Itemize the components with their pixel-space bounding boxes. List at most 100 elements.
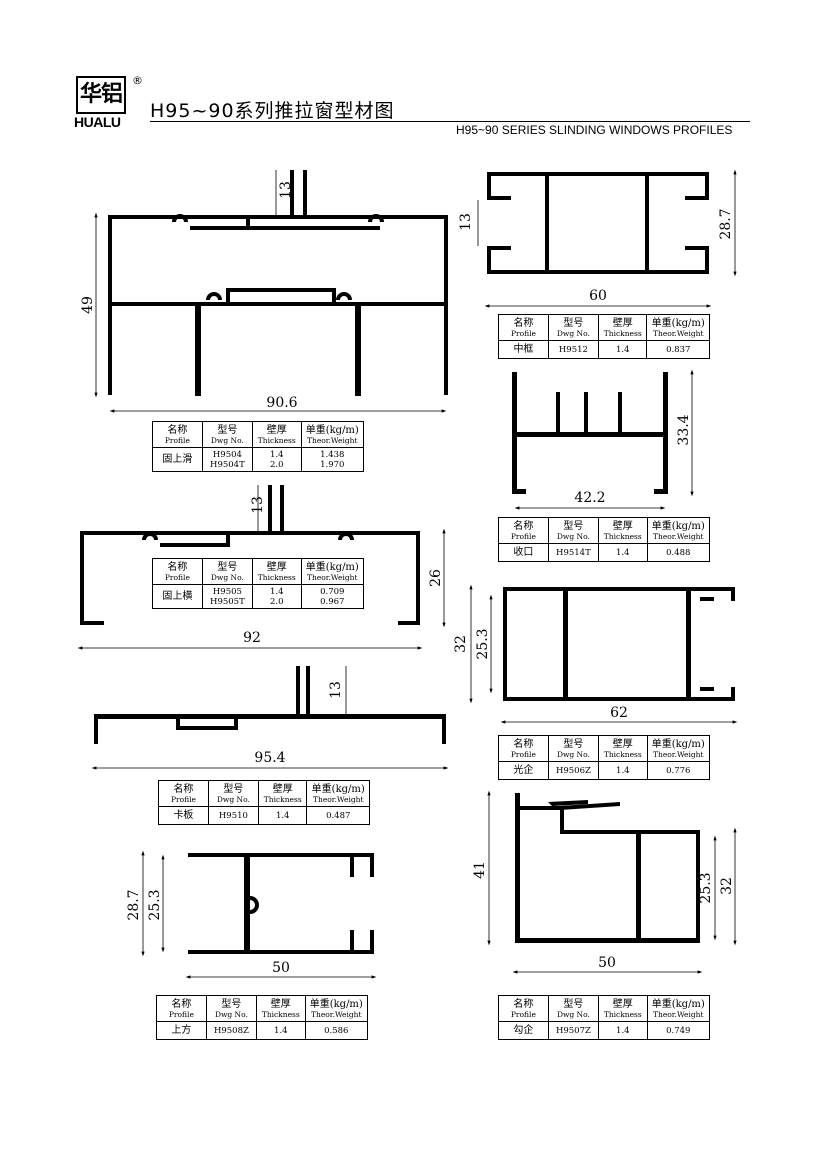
header-thick-cn: 壁厚 xyxy=(612,520,633,532)
weight: 0.586 xyxy=(324,1025,349,1036)
thickness: 1.4 xyxy=(270,586,284,597)
weight: 0.776 xyxy=(666,765,691,776)
header-dwg-cn: 型号 xyxy=(563,738,584,750)
dwg-no: H9504T xyxy=(210,459,245,470)
thickness: 2.0 xyxy=(270,459,284,470)
header-name-en: Profile xyxy=(164,572,190,582)
dim-label: 49 xyxy=(80,296,96,314)
profile-name: 收口 xyxy=(513,547,534,558)
header-name-cn: 名称 xyxy=(173,783,194,795)
header-weight-cn: 单重(kg/m) xyxy=(305,561,359,573)
header-thick-cn: 壁厚 xyxy=(612,998,633,1010)
profile-h9508z-section: 28.7 25.3 50 xyxy=(126,850,377,979)
dim-label: 92 xyxy=(243,630,261,646)
thickness: 2.0 xyxy=(270,596,284,607)
profile-name: 上方 xyxy=(171,1025,192,1036)
weight: 1.970 xyxy=(320,459,345,470)
thickness: 1.4 xyxy=(616,765,630,776)
dwg-no: H9512 xyxy=(558,344,588,355)
header-thick-cn: 壁厚 xyxy=(266,561,287,573)
header-thick-cn: 壁厚 xyxy=(612,738,633,750)
header-name-cn: 名称 xyxy=(513,738,534,750)
header-name-en: Profile xyxy=(510,1009,536,1019)
header-dwg-cn: 型号 xyxy=(563,998,584,1010)
header-name-en: Profile xyxy=(510,749,536,759)
dim-label: 13 xyxy=(278,181,294,199)
header-weight-en: Theor.Weight xyxy=(312,794,364,804)
header-name-cn: 名称 xyxy=(167,424,188,436)
weight: 0.488 xyxy=(666,547,691,558)
weight: 0.709 xyxy=(320,586,345,597)
profile-h9510-section: 13 95.4 xyxy=(91,666,449,770)
weight: 0.967 xyxy=(320,596,345,607)
header-name-cn: 名称 xyxy=(171,998,192,1010)
dim-label: 25.3 xyxy=(698,872,714,903)
dwg-no: H9505 xyxy=(212,586,242,597)
header-name-cn: 名称 xyxy=(513,998,534,1010)
header-thick-en: Thickness xyxy=(261,1009,300,1019)
header-name-en: Profile xyxy=(170,794,196,804)
page-title: H95~90系列推拉窗型材图 xyxy=(150,100,395,122)
dim-label: 26 xyxy=(428,569,444,587)
header-weight-en: Theor.Weight xyxy=(307,572,358,582)
header-thick-cn: 壁厚 xyxy=(272,783,293,795)
header-name-en: Profile xyxy=(510,328,536,338)
thickness: 1.4 xyxy=(615,344,630,355)
header-dwg-en: Dwg No. xyxy=(210,572,244,582)
profile-name: 中框 xyxy=(513,344,534,355)
dwg-no: H9504 xyxy=(212,449,242,460)
dim-label: 32 xyxy=(719,877,735,895)
header-weight-en: Theor.Weight xyxy=(653,749,704,759)
header-weight-en: Theor.Weight xyxy=(652,328,704,338)
profile-name: 固上横 xyxy=(162,591,193,602)
header-name-cn: 名称 xyxy=(513,520,534,532)
profile-h9505-section: 13 26 92 xyxy=(77,485,446,650)
header-thick-cn: 壁厚 xyxy=(266,424,287,436)
profile-name: 勾企 xyxy=(513,1025,534,1036)
dim-label: 95.4 xyxy=(254,750,285,766)
dwg-no: H9508Z xyxy=(213,1025,249,1036)
dim-label: 28.7 xyxy=(718,208,734,239)
profile-name: 卡板 xyxy=(173,810,194,821)
dim-label: 28.7 xyxy=(126,889,142,920)
thickness: 1.4 xyxy=(270,449,284,460)
header-thick-en: Thickness xyxy=(603,328,642,338)
header-thick-en: Thickness xyxy=(257,435,296,445)
dim-label: 90.6 xyxy=(266,395,297,411)
header-weight-cn: 单重(kg/m) xyxy=(309,998,363,1010)
dim-label: 25.3 xyxy=(475,628,491,659)
header-dwg-cn: 型号 xyxy=(217,424,238,436)
header-name-en: Profile xyxy=(164,435,190,445)
profile-h9504-section: 13 49 90.6 xyxy=(80,170,448,413)
dwg-no: H9505T xyxy=(210,596,245,607)
profile-name: 固上滑 xyxy=(162,454,193,465)
header-name-cn: 名称 xyxy=(167,561,188,573)
weight: 1.438 xyxy=(320,449,345,460)
thickness: 1.4 xyxy=(616,547,630,558)
header-thick-en: Thickness xyxy=(603,749,642,759)
header-dwg-cn: 型号 xyxy=(217,561,238,573)
weight: 0.749 xyxy=(666,1025,691,1036)
header-thick-en: Thickness xyxy=(263,794,302,804)
profile-name: 光企 xyxy=(513,765,534,776)
dim-label: 62 xyxy=(610,705,628,721)
thickness: 1.4 xyxy=(616,1025,630,1036)
dim-label: 50 xyxy=(272,960,290,976)
profile-h9507z-section: 41 25.3 32 50 xyxy=(472,790,737,974)
header-weight-cn: 单重(kg/m) xyxy=(651,998,705,1010)
header-thick-en: Thickness xyxy=(257,572,296,582)
header-weight-en: Theor.Weight xyxy=(307,435,358,445)
title-underline xyxy=(150,121,750,122)
dim-label: 32 xyxy=(453,635,469,653)
header-name-cn: 名称 xyxy=(513,317,534,329)
dwg-no: H9507Z xyxy=(555,1025,591,1036)
dim-label: 50 xyxy=(598,955,616,971)
thickness: 1.4 xyxy=(275,810,290,821)
page-subtitle: H95~90 SERIES SLINDING WINDOWS PROFILES xyxy=(456,123,733,137)
